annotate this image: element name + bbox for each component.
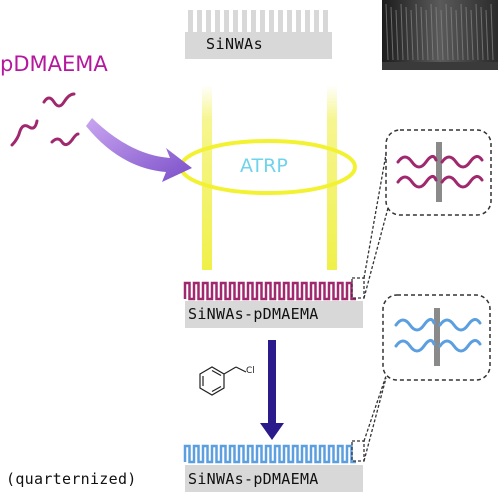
navy-arrow (260, 340, 284, 440)
light-beams (202, 85, 337, 270)
chlorine-label: Cl (246, 366, 255, 376)
polymer-label: pDMAEMA (0, 52, 108, 76)
atrp-label: ATRP (240, 155, 288, 177)
sinwas-pdmaema-substrate (183, 281, 363, 328)
quaternized-substrate (183, 444, 363, 492)
sinwas-label: SiNWAs (206, 35, 264, 53)
sinwas-pdmaema-label: SiNWAs-pDMAEMA (188, 305, 319, 323)
quaternized-substrate-label: SiNWAs-pDMAEMA (188, 470, 319, 488)
sinwas-substrate (185, 10, 332, 59)
zoom-inset-pdmaema (351, 129, 492, 299)
purple-arrow (86, 118, 192, 182)
quaternized-prefix-label: (quarternized) (6, 470, 137, 488)
free-polymer-chains (10, 92, 80, 147)
sem-micrograph-icon (382, 0, 498, 70)
benzyl-chloride-icon (199, 366, 247, 396)
zoom-inset-quaternized (351, 294, 491, 462)
